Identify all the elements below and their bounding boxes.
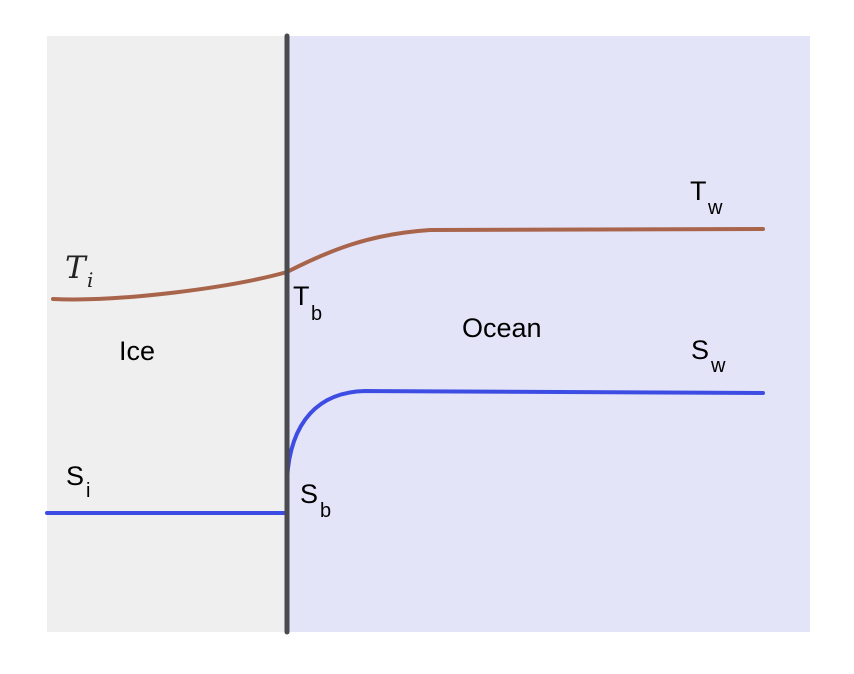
ice-region bbox=[47, 36, 287, 632]
ice-region-label: Ice bbox=[119, 336, 155, 366]
water-temperature-subscript: w bbox=[707, 197, 723, 219]
ocean-region-label: Ocean bbox=[462, 313, 542, 343]
boundary-temperature-subscript: b bbox=[311, 303, 322, 325]
ocean-region bbox=[287, 36, 810, 632]
water-temperature-label: T w bbox=[690, 176, 723, 219]
ocean-salinity-curve bbox=[285, 388, 765, 482]
ice-salinity-subscript: i bbox=[86, 480, 90, 502]
boundary-salinity-label: S b bbox=[300, 479, 331, 522]
water-salinity-label: S w bbox=[691, 335, 726, 377]
boundary-salinity-subscript: b bbox=[320, 500, 331, 522]
ice-salinity-label: S i bbox=[66, 461, 90, 502]
water-temperature-symbol: T bbox=[690, 176, 707, 206]
ice-temperature-label: T i bbox=[65, 250, 93, 292]
ice-temperature-symbol: T bbox=[65, 250, 88, 286]
water-salinity-subscript: w bbox=[710, 355, 726, 377]
boundary-temperature-label: T b bbox=[293, 281, 322, 325]
boundary-salinity-symbol: S bbox=[300, 479, 318, 509]
boundary-temperature-symbol: T bbox=[293, 281, 310, 311]
ice-temperature-subscript: i bbox=[87, 268, 93, 292]
water-salinity-symbol: S bbox=[691, 335, 709, 365]
ice-salinity-symbol: S bbox=[66, 461, 84, 491]
